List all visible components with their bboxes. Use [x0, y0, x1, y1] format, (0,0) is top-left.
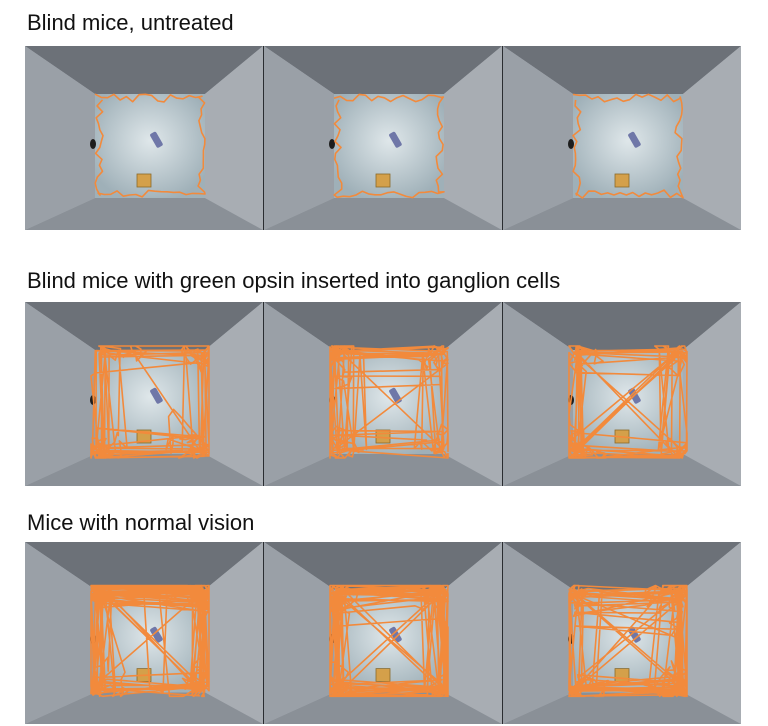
mouse-track-icon	[329, 584, 449, 698]
cube-object-icon	[136, 173, 152, 188]
section-title-untreated: Blind mice, untreated	[27, 10, 234, 35]
cube-object-icon	[614, 173, 630, 188]
open-box-arena-icon	[264, 542, 502, 724]
arena-panel	[25, 46, 263, 230]
mouse-track-icon	[94, 93, 206, 198]
section-title-normal: Mice with normal vision	[27, 510, 255, 535]
mouse-track-icon	[568, 584, 688, 698]
cylinder-object-icon	[150, 131, 163, 148]
section-title-opsin: Blind mice with green opsin inserted int…	[27, 268, 561, 293]
cylinder-object-icon	[628, 131, 641, 148]
cylinder-object-icon	[389, 387, 402, 404]
cylinder-object-icon	[389, 626, 402, 643]
cylinder-object-icon	[150, 626, 163, 643]
open-box-arena-icon	[264, 46, 502, 230]
mouse-track-icon	[333, 93, 445, 199]
row-normal	[25, 542, 741, 724]
mouse-track-icon	[90, 345, 210, 459]
mouse-body-icon	[329, 139, 335, 149]
arena-panel	[25, 542, 263, 724]
arena-panel	[503, 542, 741, 724]
cube-object-icon	[375, 668, 391, 682]
cube-object-icon	[614, 668, 630, 682]
arena-panel	[264, 46, 502, 230]
cube-object-icon	[375, 173, 391, 188]
open-box-arena-icon	[503, 542, 741, 724]
arena-panel	[503, 302, 741, 486]
open-box-arena-icon	[25, 302, 263, 486]
row-untreated	[25, 46, 741, 230]
open-box-arena-icon	[503, 302, 741, 486]
mouse-track-icon	[329, 345, 449, 459]
row-opsin	[25, 302, 741, 486]
mouse-track-icon	[572, 93, 684, 199]
open-box-arena-icon	[264, 302, 502, 486]
arena-panel	[503, 46, 741, 230]
mouse-body-icon	[568, 139, 574, 149]
open-box-arena-icon	[503, 46, 741, 230]
open-box-arena-icon	[25, 542, 263, 724]
cylinder-object-icon	[150, 387, 163, 404]
arena-panel	[264, 542, 502, 724]
open-box-arena-icon	[25, 46, 263, 230]
cylinder-object-icon	[389, 131, 402, 148]
mouse-track-icon	[568, 345, 688, 459]
arena-panel	[25, 302, 263, 486]
mouse-body-icon	[90, 139, 96, 149]
cube-object-icon	[375, 429, 391, 444]
mouse-track-icon	[90, 584, 210, 698]
arena-panel	[264, 302, 502, 486]
